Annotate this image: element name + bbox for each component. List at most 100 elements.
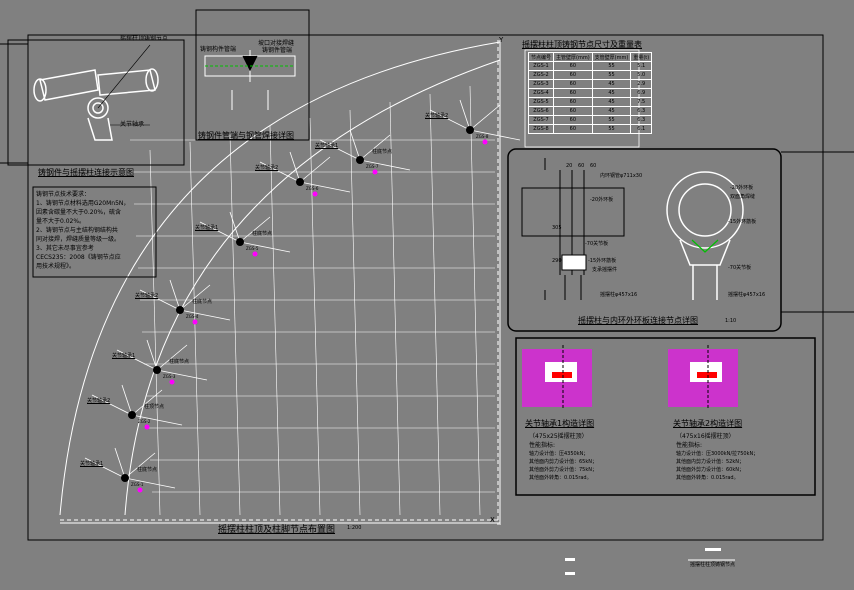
weld-detail-panel	[195, 9, 310, 141]
table-cell: 60	[553, 97, 593, 107]
truss-line	[114, 447, 126, 479]
cast-node-label: 摇摆柱顶铸钢节点	[120, 35, 169, 42]
truss-line	[169, 279, 181, 311]
node-label: 关节轴承2	[255, 165, 279, 171]
note-line: 1、铸钢节点材料选用G20Mn5N，	[36, 200, 130, 207]
node-marker	[128, 411, 136, 419]
table-cell: 60	[553, 88, 593, 98]
node-marker	[296, 178, 304, 186]
notes-panel	[32, 186, 157, 278]
weld-detail-title: 铸钢件管端与钢管焊接详图	[198, 131, 294, 140]
axis-y-label: Y	[499, 36, 504, 44]
truss-line	[469, 104, 501, 131]
table-header: 重量(t)	[630, 52, 653, 62]
grid-lines	[130, 85, 495, 516]
truss-line	[131, 414, 183, 426]
ring-dimension: 290	[552, 258, 562, 264]
table-cell: ZGS-2	[527, 70, 555, 80]
ring-dimension: 20	[566, 163, 573, 169]
ring-label: -20外环板	[730, 185, 754, 191]
table-cell: 45	[591, 106, 632, 116]
truss-line	[239, 241, 291, 253]
truss-line	[229, 211, 241, 243]
node-tag: ZGS-7	[366, 164, 379, 169]
grid-line	[309, 117, 321, 516]
ring-dimension: 60	[590, 163, 597, 169]
bearing2-title: 关节轴承2构造详图	[673, 419, 743, 428]
table-cell: ZGS-3	[527, 79, 555, 89]
truss-line	[299, 156, 331, 183]
truss-line	[179, 309, 231, 321]
node-tag: ZGS-6	[306, 186, 319, 191]
table-cell: 60	[553, 115, 593, 125]
truss-line	[259, 161, 301, 183]
truss-line	[121, 384, 133, 416]
ring-label: -70关节板	[728, 265, 752, 271]
node-marker	[356, 156, 364, 164]
table-cell: 6.9	[630, 88, 653, 98]
bearing2-spec-line: 轴力设计值：压3000kN/拉750kN；	[676, 451, 759, 457]
notes-block: 铸钢节点技术要求： 1、铸钢节点材料选用G20Mn5N， 因素含碳量不大于0.2…	[36, 190, 156, 271]
grid-line	[229, 133, 241, 516]
node-extra: 柱底节点	[169, 359, 190, 365]
bearing1-spec: （475x25摇摆柱顶） 性能指标: 轴力设计值：压4350kN； 其他面内剪力…	[529, 432, 597, 482]
weld-label-1: 铸钢构件管端	[200, 46, 237, 53]
truss-lines	[84, 99, 521, 489]
ring-label: 摇摆柱φ457x16	[728, 292, 766, 298]
node-tag: ZGS-8	[476, 134, 489, 139]
axis-x-label: X	[490, 516, 495, 524]
ring-dimension: 60	[578, 163, 585, 169]
bearing2-spec-line: 其他面外剪力设计值：60kN；	[676, 467, 744, 473]
table-cell: ZGS-4	[527, 88, 555, 98]
legend-label: 摇摆柱柱顶铸钢节点	[690, 562, 736, 568]
node-pink-marker	[252, 251, 258, 257]
node-marker	[121, 474, 129, 482]
grid-line	[269, 125, 281, 516]
truss-line	[179, 284, 211, 311]
table-cell: 45	[591, 79, 632, 89]
table-cell: 55	[591, 124, 632, 134]
table-header-row: 节点编号 主管壁厚(mm) 支管壁厚(mm) 重量(t)	[527, 52, 653, 62]
truss-line	[139, 289, 181, 311]
table-cell: ZGS-5	[527, 97, 555, 107]
truss-line	[146, 339, 158, 371]
node-tag: ZGS-4	[186, 314, 199, 319]
ring-right-drawing	[666, 171, 744, 300]
node-pink-marker	[144, 424, 150, 430]
truss-line	[156, 344, 188, 371]
arc-grid	[59, 40, 501, 525]
truss-line	[239, 216, 271, 243]
ring-plate-panel	[507, 148, 782, 332]
table-cell: 55	[591, 70, 632, 80]
table-header: 支管壁厚(mm)	[591, 52, 632, 62]
table-cell: 7.5	[630, 97, 653, 107]
node-pink-marker	[169, 379, 175, 385]
ring-label: 摇摆柱φ457x16	[600, 292, 638, 298]
cast-bearing-label: 关节轴承	[120, 121, 145, 128]
table-cell: ZGS-8	[527, 124, 555, 134]
node-pink-marker	[312, 191, 318, 197]
bearing2-spec-line: （475x16摇摆柱顶）	[676, 433, 735, 440]
table-header: 节点编号	[527, 52, 555, 62]
truss-line	[289, 151, 301, 183]
ring-scale: 1:10	[725, 318, 737, 324]
node-label: 关节轴承2	[87, 398, 111, 404]
ring-plate-title: 摇摆柱与内环外环板连接节点详图	[578, 316, 698, 325]
table-cell: 6.1	[630, 124, 653, 134]
outer-frame	[27, 34, 824, 541]
node-extra: 柱顶节点	[144, 404, 165, 410]
bearing1-spec-line: 性能指标:	[529, 442, 556, 449]
ring-label: 双面角焊缝	[730, 194, 756, 200]
ring-label: -70关节板	[585, 241, 609, 247]
cast-diagram-panel	[7, 39, 185, 166]
node-pink-marker	[482, 139, 488, 145]
note-line: 因素含碳量不大于0.20%，硫含	[36, 209, 122, 216]
truss-line	[131, 389, 163, 416]
table-cell: 6.3	[630, 106, 653, 116]
table-cell: 2.9	[630, 79, 653, 89]
truss-line	[359, 134, 391, 161]
truss-line	[349, 129, 361, 161]
